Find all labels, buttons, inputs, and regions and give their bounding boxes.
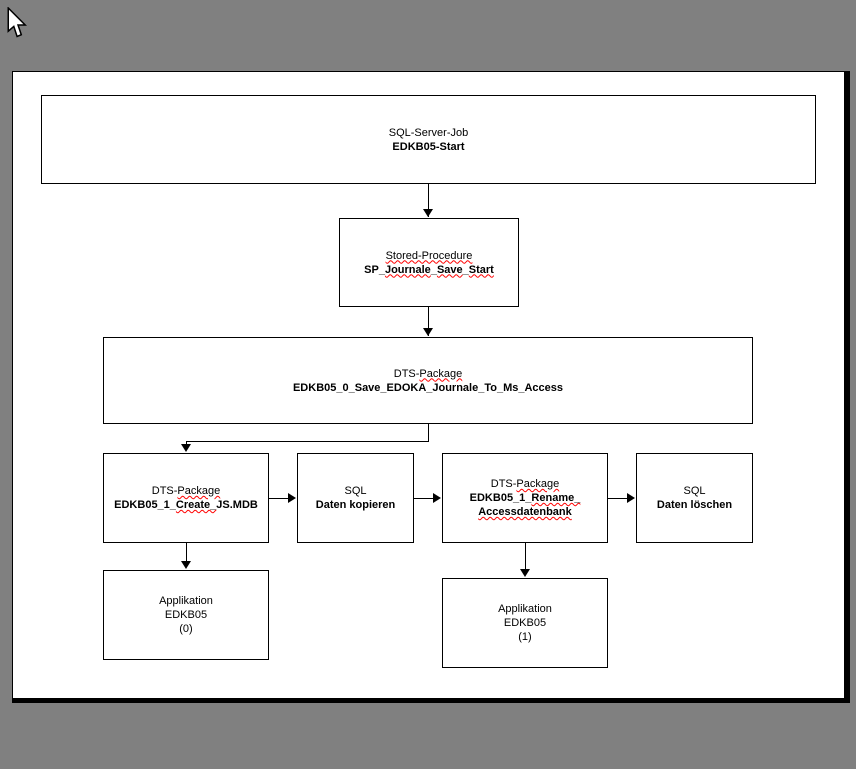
node-label-line: DTS-Package xyxy=(491,477,559,491)
label-text: DTS- xyxy=(393,367,420,380)
label-text: Applikation xyxy=(159,595,213,607)
node-label-line: DTS-Package xyxy=(394,367,462,381)
spellcheck-flagged-text: Package xyxy=(177,485,221,497)
label-text: EDKB05_1_ xyxy=(469,492,532,504)
connector-line-rename-to-loeschen xyxy=(608,498,629,499)
label-text: SQL xyxy=(683,485,706,497)
node-label-line: Stored-Procedure xyxy=(386,249,473,263)
label-text: SQL-Server-Job xyxy=(388,126,469,139)
node-label-line: EDKB05-Start xyxy=(392,140,464,154)
spellcheck-flagged-text: Start xyxy=(468,263,494,276)
spellcheck-flagged-text: Package xyxy=(419,367,463,380)
label-text: SP_ xyxy=(364,263,385,276)
spellcheck-flagged-text: Stored-Procedure xyxy=(385,249,473,262)
connector-arrowhead-job-to-sp xyxy=(423,209,433,217)
node-label-line: DTS-Package xyxy=(152,484,220,498)
connector-arrowhead-rename-to-loeschen xyxy=(627,493,635,503)
node-label-line: (1) xyxy=(518,630,531,644)
connector-line-create-to-kopieren xyxy=(269,498,290,499)
mouse-cursor-icon xyxy=(7,7,27,38)
node-label-line: Applikation xyxy=(159,594,213,608)
node-label-line: SQL xyxy=(344,484,366,498)
node-label-line: SQL-Server-Job xyxy=(389,126,468,140)
label-text: JS.MDB xyxy=(216,499,258,511)
node-label-line: Applikation xyxy=(498,602,552,616)
node-label-line: EDKB05_1_Create_JS.MDB xyxy=(114,498,258,512)
connector-line-dts0-to-create xyxy=(428,424,429,442)
node-label-line: Daten löschen xyxy=(657,498,732,512)
node-sql-daten-loeschen[interactable]: SQL Daten löschen xyxy=(636,453,753,543)
label-text: DTS- xyxy=(151,485,178,497)
label-text: Applikation xyxy=(498,603,552,615)
label-text: EDKB05_1_ xyxy=(114,499,176,511)
connector-arrowhead-kopieren-to-rename xyxy=(433,493,441,503)
connector-arrowhead-rename-to-app1 xyxy=(520,569,530,577)
label-text: Daten löschen xyxy=(656,499,733,511)
connector-line-job-to-sp xyxy=(428,184,429,217)
spellcheck-flagged-text: Rename_ xyxy=(531,492,581,504)
label-text: Daten kopieren xyxy=(315,499,396,511)
node-label-line: (0) xyxy=(179,622,192,636)
connector-arrowhead-dts0-to-create xyxy=(181,444,191,452)
label-text: DTS- xyxy=(490,478,517,490)
connector-line-kopieren-to-rename xyxy=(414,498,435,499)
label-text: EDKB05 xyxy=(164,609,208,621)
node-label-line: EDKB05_0_Save_EDOKA_Journale_To_Ms_Acces… xyxy=(293,381,563,395)
node-label-line: SQL xyxy=(683,484,705,498)
connector-line-create-to-app0 xyxy=(186,543,187,563)
spellcheck-flagged-text: Accessdatenbank xyxy=(478,506,572,518)
connector-arrowhead-create-to-app0 xyxy=(181,561,191,569)
spellcheck-flagged-text: Journale xyxy=(384,263,431,276)
label-text: _ xyxy=(430,263,437,276)
connector-line-sp-to-dts0 xyxy=(428,307,429,336)
label-text: _ xyxy=(462,263,469,276)
node-label-line: Daten kopieren xyxy=(316,498,395,512)
connector-arrowhead-sp-to-dts0 xyxy=(423,328,433,336)
node-label-line: EDKB05 xyxy=(504,616,546,630)
connector-line-dts0-to-create xyxy=(186,441,187,446)
spellcheck-flagged-text: Package xyxy=(516,478,560,490)
node-label-line: EDKB05_1_Rename_ xyxy=(470,491,581,505)
label-text: EDKB05-Start xyxy=(392,140,465,153)
connector-line-dts0-to-create xyxy=(186,441,429,442)
spellcheck-flagged-text: Save xyxy=(436,263,463,276)
label-text: EDKB05_0_Save_EDOKA_Journale_To_Ms_Acces… xyxy=(292,381,564,394)
node-label-line: Accessdatenbank xyxy=(478,505,572,519)
node-sql-daten-kopieren[interactable]: SQL Daten kopieren xyxy=(297,453,414,543)
label-text: (1) xyxy=(518,631,532,643)
label-text: EDKB05 xyxy=(503,617,547,629)
node-label-line: SP_Journale_Save_Start xyxy=(364,263,494,277)
spellcheck-flagged-text: Create_ xyxy=(175,499,217,511)
label-text: SQL xyxy=(344,485,367,497)
connector-arrowhead-create-to-kopieren xyxy=(288,493,296,503)
label-text: (0) xyxy=(179,623,193,635)
node-label-line: EDKB05 xyxy=(165,608,207,622)
connector-line-rename-to-app1 xyxy=(525,543,526,571)
